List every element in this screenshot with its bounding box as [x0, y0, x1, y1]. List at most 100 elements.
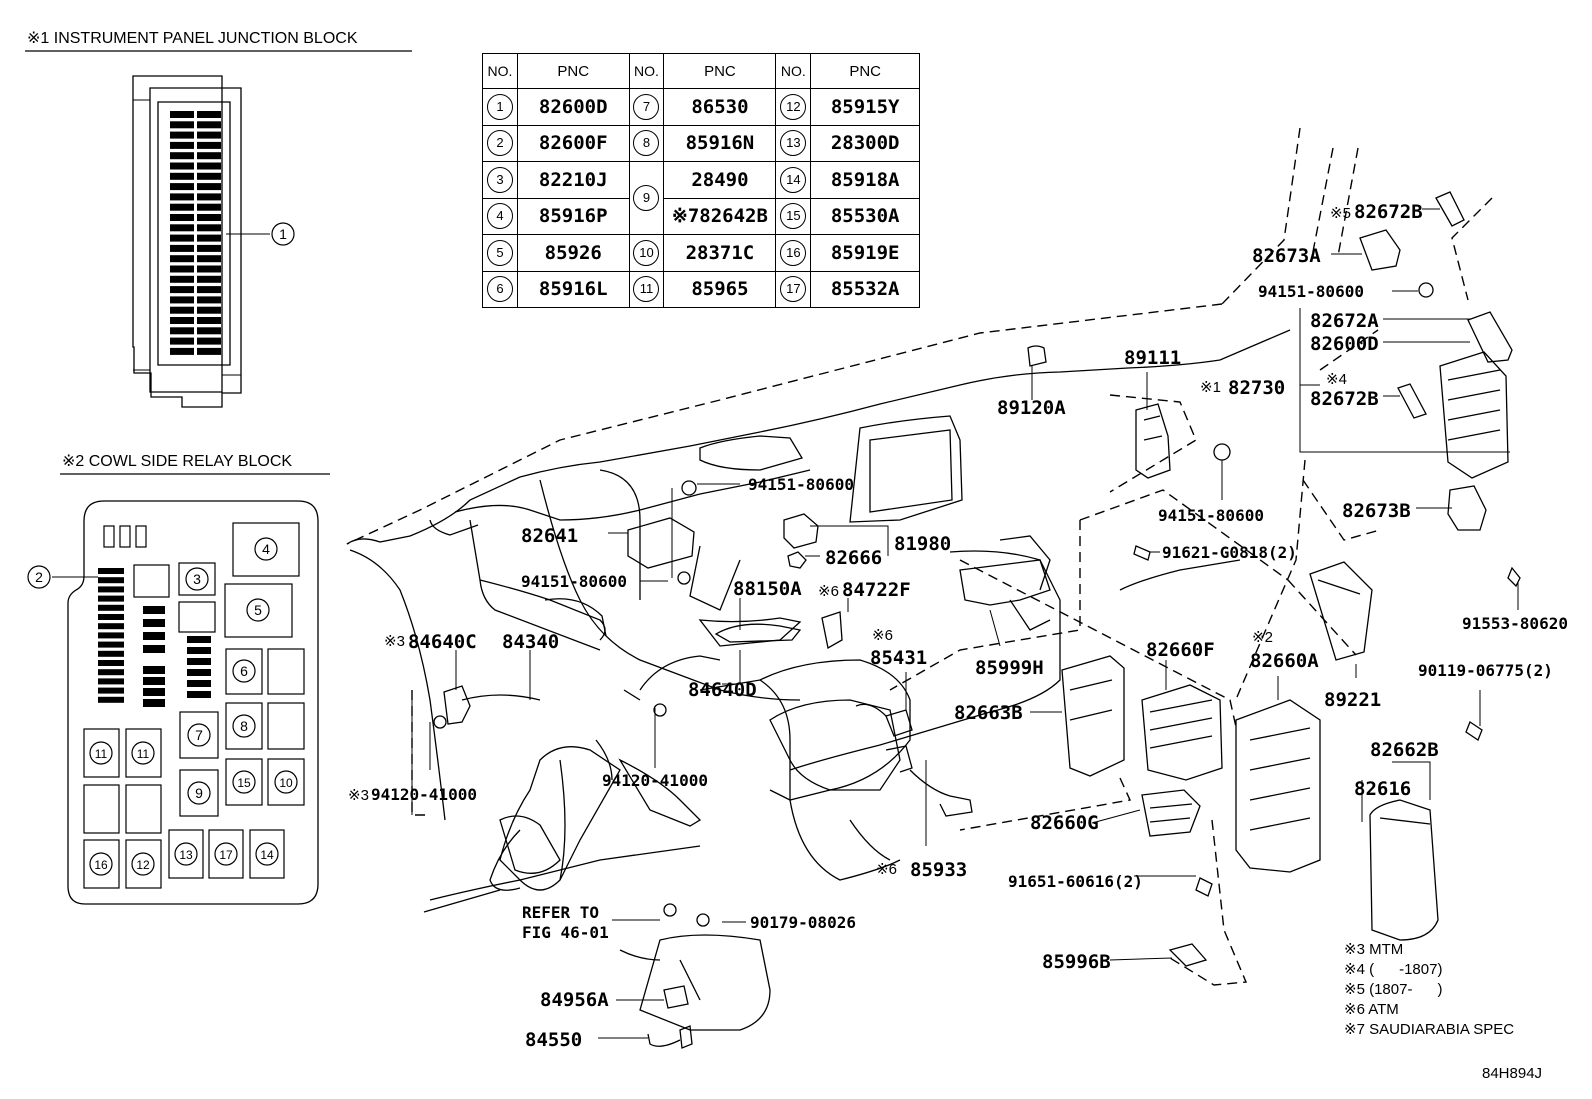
pnc-value-cell: 28300D — [810, 124, 920, 162]
crb-slot-circle — [255, 842, 279, 866]
callout-82673B: 82673B — [1342, 500, 1411, 522]
callout-88150A: 88150A — [733, 578, 802, 600]
ijb-pin — [197, 275, 221, 283]
ijb-pin — [170, 327, 194, 335]
pnc-no-cell: 14 — [775, 161, 812, 199]
crb-fuse — [187, 680, 211, 687]
ijb-pin — [170, 152, 194, 160]
pnc-no-circle: 4 — [486, 203, 513, 230]
hdr-pnc-1: PNC — [516, 53, 630, 89]
crb-fuse — [98, 568, 124, 574]
mark-5: ※5 — [1330, 205, 1351, 222]
pnc-value-cell: 85916P — [516, 197, 630, 235]
pnc-value-cell: 85918A — [810, 161, 920, 199]
crb-slot-number: 3 — [193, 571, 201, 587]
ijb-pin — [170, 183, 194, 191]
callout-84340: 84340 — [502, 631, 559, 653]
crb-callout-2: 2 — [35, 569, 43, 585]
ijb-pin — [197, 244, 221, 252]
crb-fuse — [98, 687, 124, 694]
callout-94120-b: 94120-41000 — [371, 785, 477, 804]
pnc-no-circle: 17 — [780, 276, 807, 303]
mark-6c: ※6 — [876, 861, 897, 878]
crb-slot-circle — [232, 770, 256, 794]
pnc-no-cell: 11 — [628, 270, 665, 308]
crb-fuse — [143, 619, 165, 627]
figure-id: 84H894J — [1482, 1065, 1542, 1082]
ijb-pin — [197, 317, 221, 324]
crb-slot-circle — [174, 842, 198, 866]
crb-inset: ※2 COWL SIDE RELAY BLOCK 2 — [27, 453, 330, 905]
crb-slot-number: 13 — [179, 848, 193, 862]
crb-slot-number: 14 — [260, 848, 274, 862]
crb-fuse — [98, 650, 124, 657]
ijb-pin — [170, 162, 194, 170]
pnc-value-cell: 85919E — [810, 234, 920, 272]
pnc-no-circle: 1 — [486, 93, 513, 120]
crb-fuse — [98, 604, 124, 611]
callout-82663B: 82663B — [954, 702, 1023, 724]
pnc-no-circle: 9 — [633, 185, 660, 211]
ijb-pin — [170, 296, 194, 304]
ijb-pin — [170, 347, 194, 355]
crb-fuse — [143, 606, 165, 614]
pnc-no-cell: 3 — [482, 161, 518, 199]
ijb-pin — [170, 337, 194, 345]
mark-6b: ※6 — [872, 627, 893, 644]
crb-slot-circle — [254, 537, 278, 561]
pnc-no-circle: 6 — [486, 276, 513, 303]
callout-85431: 85431 — [870, 647, 927, 669]
crb-slot-number: 8 — [240, 718, 248, 734]
ijb-pin — [170, 214, 194, 221]
footnotes: ※3 MTM ※4 ( -1807) ※5 (1807- ) ※6 ATM ※7… — [1344, 941, 1542, 1082]
pnc-no-circle: 13 — [780, 130, 807, 157]
callout-81980: 81980 — [894, 533, 951, 555]
callout-84640D: 84640D — [688, 679, 757, 701]
callout-94151-b: 94151-80600 — [1158, 506, 1264, 525]
ijb-pin — [170, 317, 194, 324]
ijb-pin — [197, 162, 221, 170]
ijb-pin — [197, 141, 221, 149]
ijb-title: ※1 INSTRUMENT PANEL JUNCTION BLOCK — [27, 30, 358, 47]
crb-slot-number: 10 — [279, 776, 293, 790]
pnc-no-cell: 4 — [482, 197, 518, 235]
pnc-no-circle: 5 — [486, 239, 513, 266]
crb-slot-circle — [232, 714, 256, 738]
ijb-pin — [197, 327, 221, 335]
pnc-value-cell: 82210J — [516, 161, 630, 199]
pnc-no-cell: 2 — [482, 124, 518, 162]
crb-slot-circle — [214, 842, 238, 866]
pnc-no-cell: 15 — [775, 197, 812, 235]
crb-slot-number: 16 — [94, 858, 108, 872]
crb-slot-number: 5 — [254, 602, 262, 618]
ijb-pin — [197, 306, 221, 314]
crb-fuse — [98, 669, 124, 676]
callout-84722F: 84722F — [842, 579, 911, 601]
crb-fuse — [143, 666, 165, 674]
ijb-pin — [197, 203, 221, 211]
ijb-pin — [170, 193, 194, 201]
hdr-pnc-2: PNC — [663, 53, 777, 89]
crb-fuse — [98, 678, 124, 685]
crb-slot-circle — [187, 781, 211, 805]
callout-labels: ※5 82672B 82673A 94151-80600 82672A 8260… — [348, 201, 1568, 1051]
callout-84956A: 84956A — [540, 989, 609, 1011]
pnc-no-cell: 17 — [775, 270, 812, 308]
callout-91553: 91553-80620 — [1462, 614, 1568, 633]
callout-94151-a: 94151-80600 — [1258, 282, 1364, 301]
crb-slot-circle — [131, 741, 155, 765]
ijb-pin — [197, 234, 221, 242]
pnc-value-cell: 85530A — [810, 197, 920, 235]
pnc-value-cell: 85965 — [663, 270, 777, 308]
crb-slot-circle — [89, 741, 113, 765]
pnc-no-cell: 7 — [628, 88, 665, 126]
callout-94151-c: 94151-80600 — [748, 475, 854, 494]
pnc-no-circle: 14 — [780, 166, 807, 193]
callout-82660F: 82660F — [1146, 639, 1215, 661]
pnc-value-cell: 82600D — [516, 88, 630, 126]
